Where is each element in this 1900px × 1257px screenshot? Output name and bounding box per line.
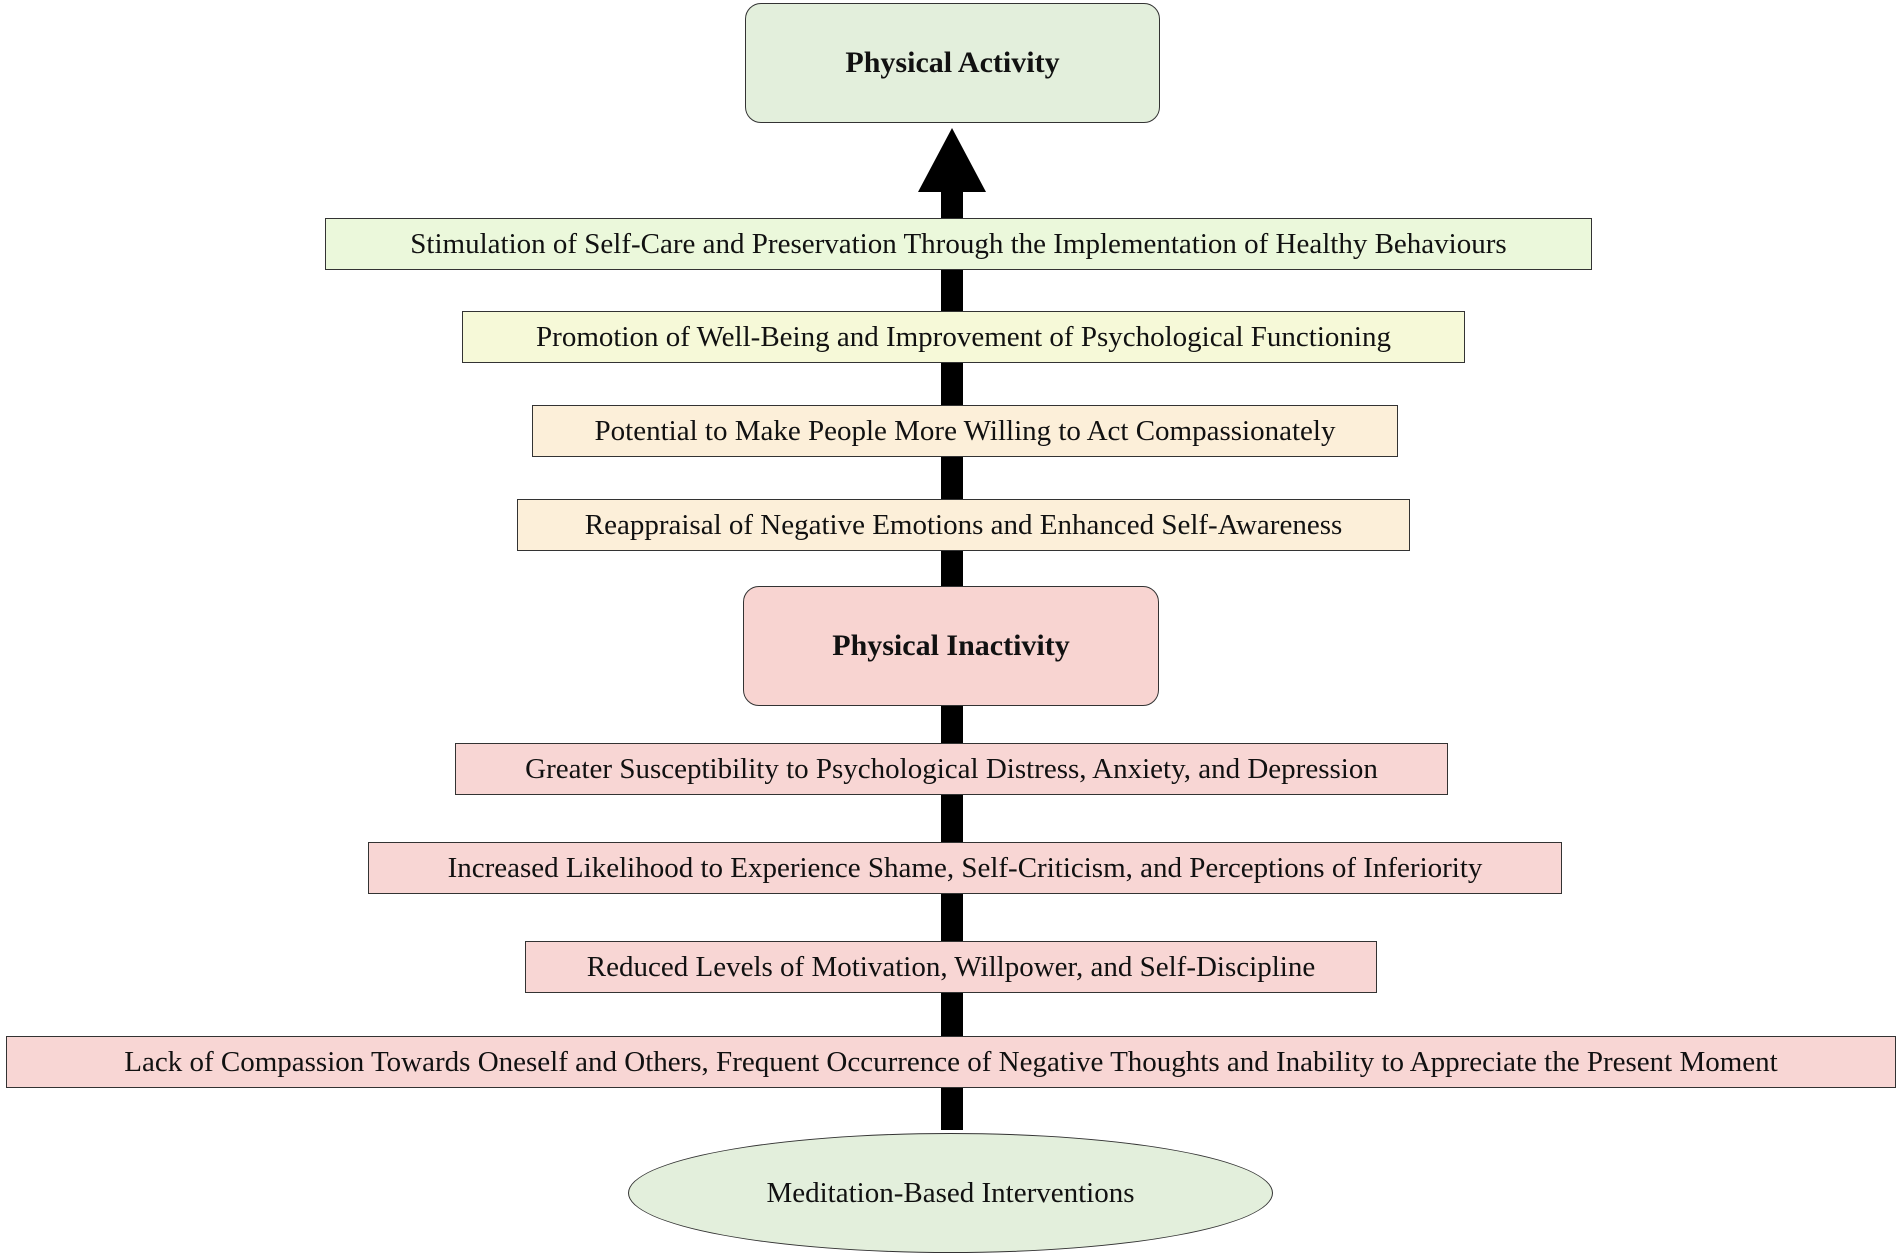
physical-inactivity-node: Physical Inactivity <box>743 586 1159 706</box>
effect-susceptibility: Greater Susceptibility to Psychological … <box>455 743 1448 795</box>
effect-self-care: Stimulation of Self-Care and Preservatio… <box>325 218 1592 270</box>
effect-well-being: Promotion of Well-Being and Improvement … <box>462 311 1465 363</box>
effect-compassion: Potential to Make People More Willing to… <box>532 405 1398 457</box>
effect-shame: Increased Likelihood to Experience Shame… <box>368 842 1562 894</box>
effect-motivation: Reduced Levels of Motivation, Willpower,… <box>525 941 1377 993</box>
physical-activity-node: Physical Activity <box>745 3 1160 123</box>
effect-lack-of-compassion: Lack of Compassion Towards Oneself and O… <box>6 1036 1896 1088</box>
arrow-head-icon <box>918 128 986 192</box>
effect-reappraisal: Reappraisal of Negative Emotions and Enh… <box>517 499 1410 551</box>
meditation-interventions-node: Meditation-Based Interventions <box>628 1133 1273 1253</box>
